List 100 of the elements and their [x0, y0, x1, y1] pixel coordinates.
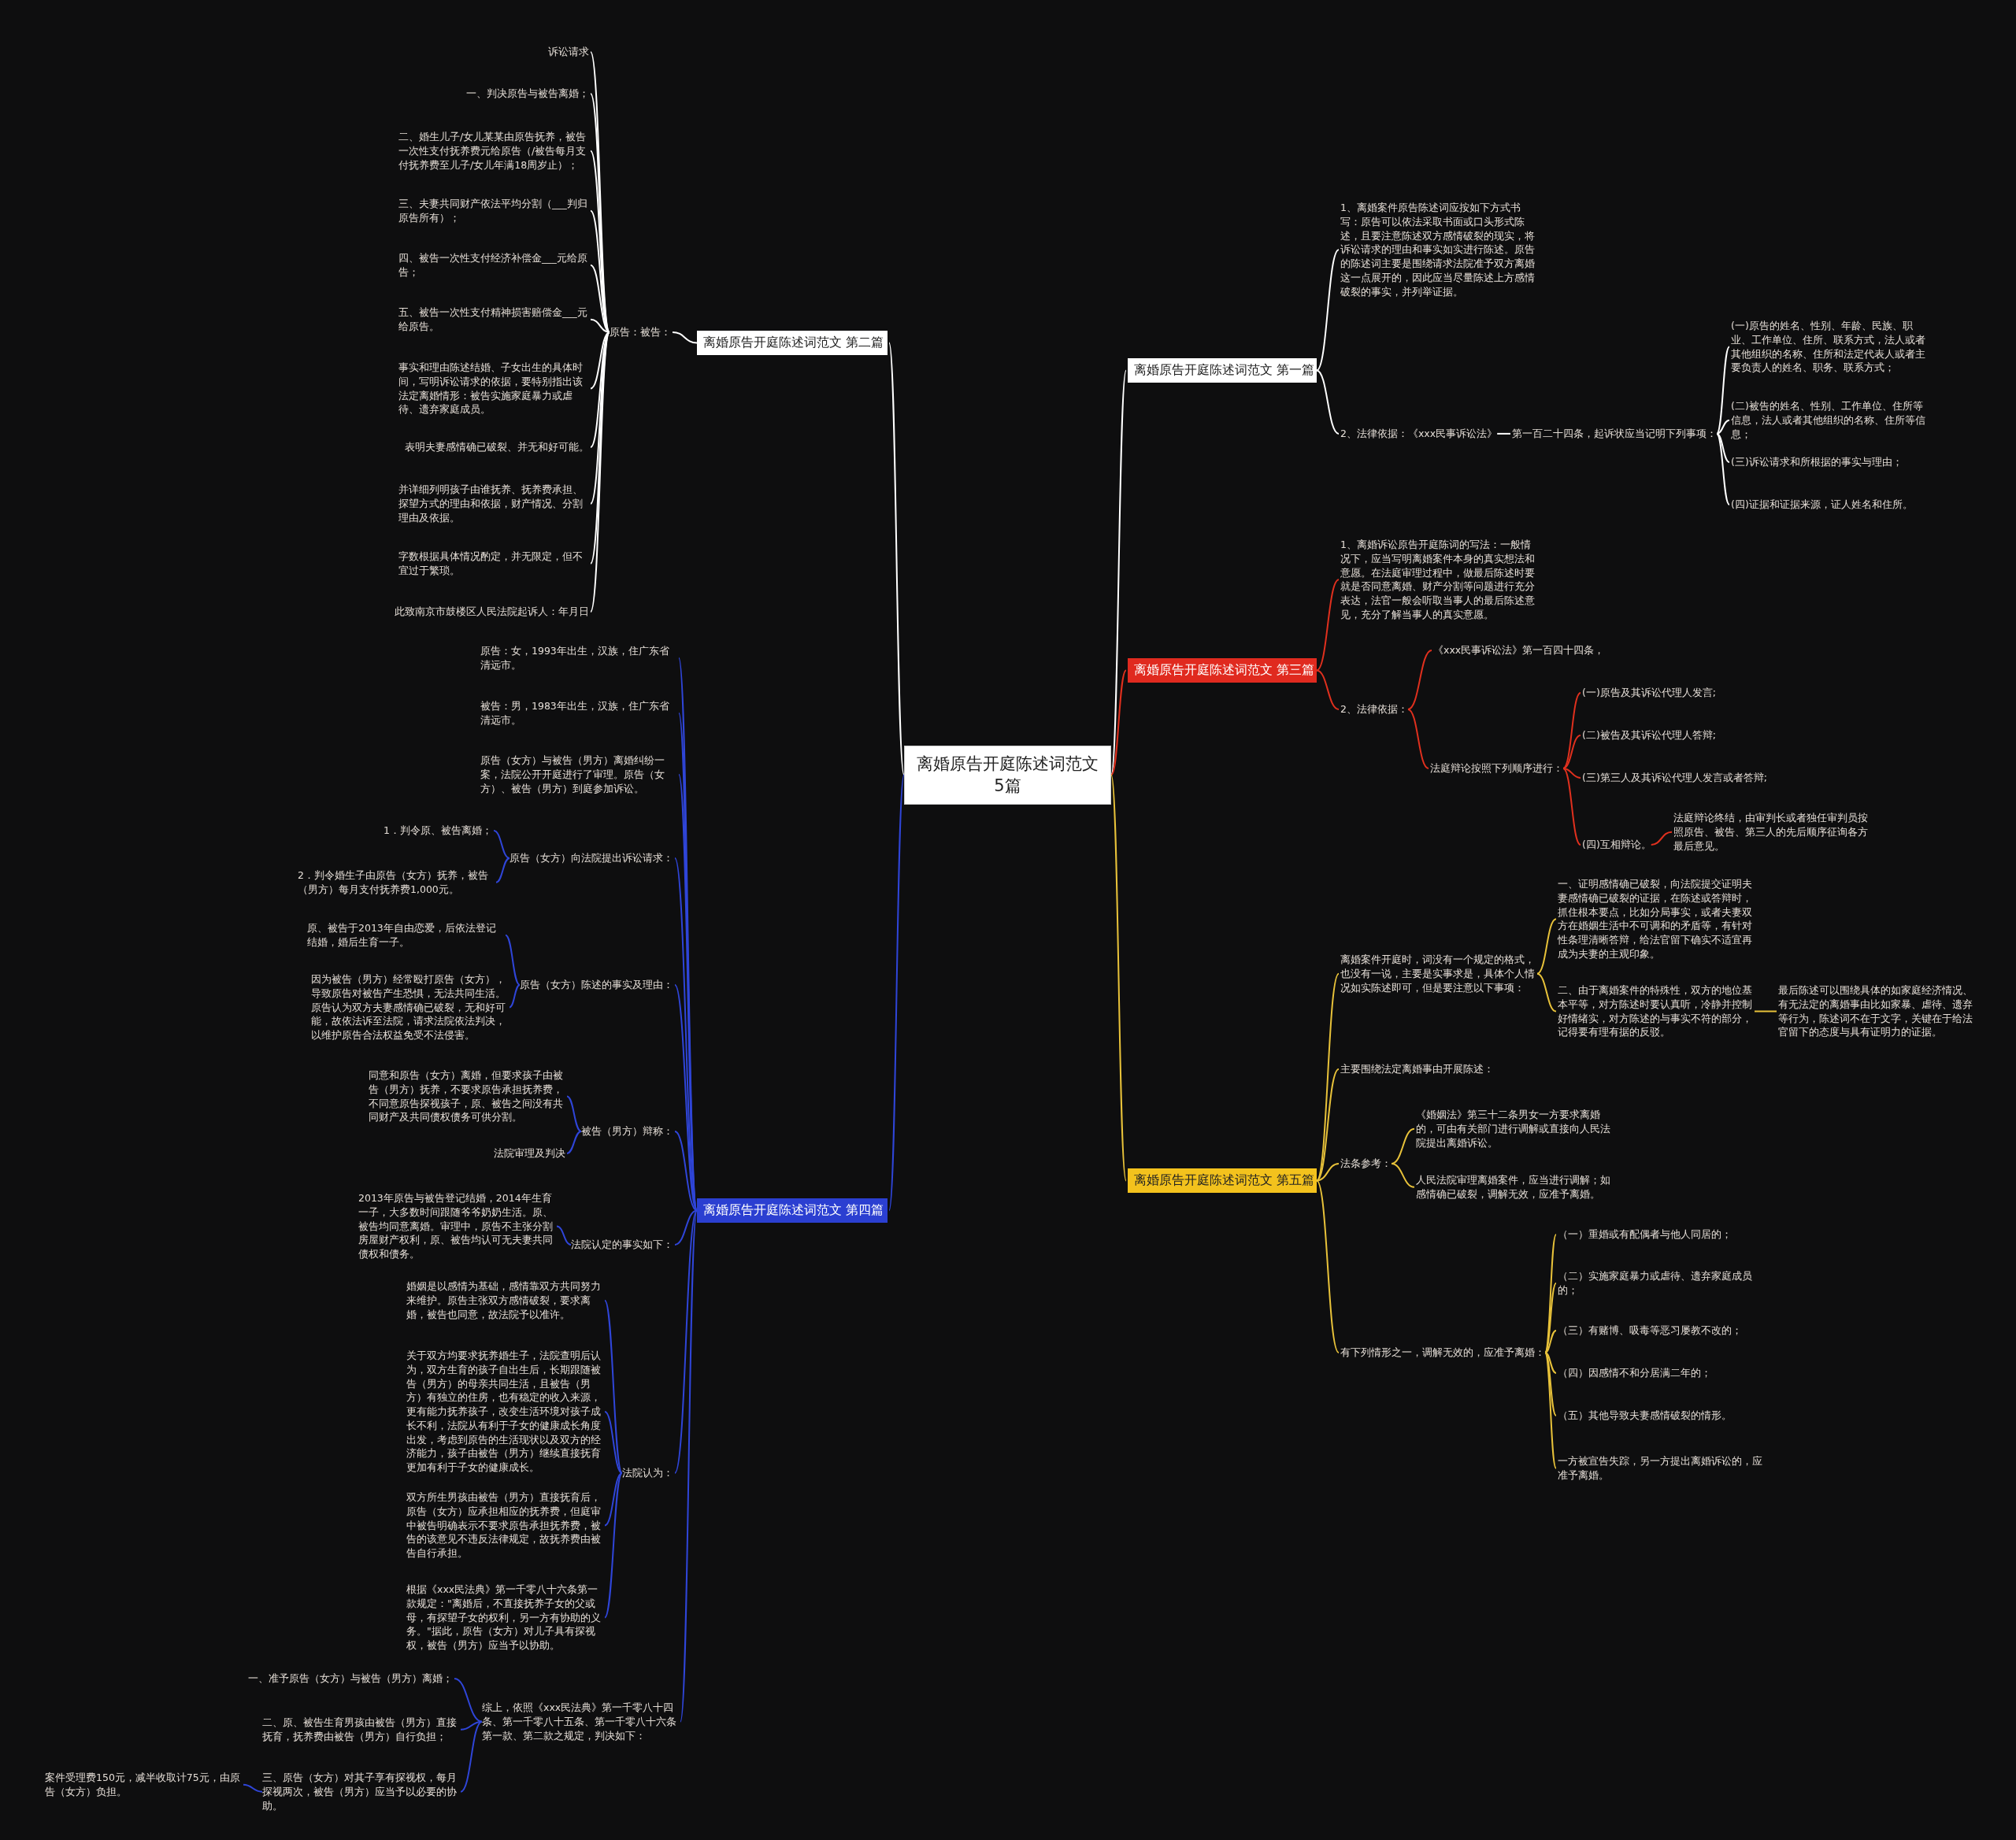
topic-text: 2．判令婚生子由原告（女方）抚养，被告（男方）每月支付抚养费1,000元。 — [298, 868, 495, 897]
topic-text: 婚姻是以感情为基础，感情靠双方共同努力来维护。原告主张双方感情破裂，要求离婚，被告也同意，故法院予以准许。 — [406, 1279, 603, 1322]
connector-line — [1110, 774, 1127, 1182]
connector-line — [1316, 249, 1340, 372]
topic-text: （二）实施家庭暴力或虐待、遗弃家庭成员的； — [1558, 1269, 1762, 1298]
connector-line — [590, 264, 610, 333]
connector-line — [1716, 432, 1730, 463]
connector-line — [1406, 708, 1429, 769]
connector-line — [888, 774, 905, 1212]
connector-line — [1650, 831, 1673, 846]
topic-box: 离婚原告开庭陈述词范文 第三篇 — [1128, 658, 1317, 683]
topic-text: 三、原告（女方）对其子享有探视权，每月探视两次，被告（男方）应当予以必要的协助。 — [262, 1771, 459, 1813]
topic-text: 一方被宣告失踪，另一方提出离婚诉讼的，应准予离婚。 — [1558, 1454, 1762, 1483]
topic-text: 并详细列明孩子由谁抚养、抚养费承担、探望方式的理由和依据，财产情况、分割理由及依据。 — [398, 483, 589, 525]
connector-line — [1316, 579, 1340, 672]
connector-line — [590, 331, 610, 613]
connector-line — [460, 1720, 483, 1793]
connector-line — [1391, 1127, 1415, 1164]
connector-line — [590, 318, 610, 333]
connector-line — [1316, 1162, 1340, 1182]
topic-text: 法院认定的事实如下： — [571, 1238, 673, 1252]
topic-box: 离婚原告开庭陈述词范文 第二篇 — [697, 331, 888, 355]
topic-text: 诉讼请求 — [548, 45, 589, 59]
connector-line — [680, 1209, 698, 1723]
topic-text: (三)诉讼请求和所根据的事实与理由； — [1731, 455, 1903, 469]
connector-line — [566, 1130, 582, 1154]
connector-line — [672, 331, 698, 344]
topic-text: 第一百二十四条，起诉状应当记明下列事项： — [1512, 427, 1717, 441]
connector-line — [590, 331, 610, 505]
topic-text: 此致南京市鼓楼区人民法院起诉人：年月日 — [395, 605, 589, 619]
topic-text: 三、夫妻共同财产依法平均分割（___判归原告所有）； — [398, 197, 589, 225]
topic-text: 1．判令原、被告离婚； — [384, 824, 492, 838]
topic-box: 离婚原告开庭陈述词范文 第五篇 — [1128, 1168, 1317, 1193]
topic-text: 事实和理由陈述结婚、子女出生的具体时间，写明诉讼请求的依据，要特别指出该法定离婚情形：被告实施家庭暴力或虐待、遗弃家庭成员。 — [398, 361, 589, 416]
topic-text: 同意和原告（女方）离婚，但要求孩子由被告（男方）抚养，不要求原告承担抚养费，不同意原告探视孩子，原、被告之间没有共同财产及共同债权债务可供分割。 — [369, 1068, 565, 1124]
topic-text: 法庭辩论按照下列顺序进行： — [1430, 761, 1563, 776]
topic-text: 被告（男方）辩称： — [581, 1124, 673, 1138]
topic-text: 二、婚生儿子/女儿某某由原告抚养，被告一次性支付抚养费元给原告（/被告每月支付抚养费至儿子/女儿年满18周岁止）； — [398, 130, 589, 172]
topic-text: 表明夫妻感情确已破裂、并无和好可能。 — [405, 440, 589, 454]
topic-text: (一)原告及其诉讼代理人发言; — [1582, 686, 1716, 700]
topic-text: 离婚案件开庭时，词没有一个规定的格式，也没有一说，主要是实事求是，具体个人情况如实陈述即可，但是要注意以下事项： — [1340, 953, 1537, 995]
topic-text: 综上，依照《xxx民法典》第一千零八十四条、第一千零八十五条、第一千零八十六条第一款、第二款之规定，判决如下： — [482, 1701, 679, 1743]
connector-line — [604, 1410, 623, 1474]
connector-line — [454, 1677, 483, 1723]
topic-text: 2013年原告与被告登记结婚，2014年生育一子，大多数时间跟随爷爷奶奶生活。原、被告均同意离婚。审理中，原告不主张分割房屋财产权利，原、被告均认可无夫妻共同债权和债务。 — [358, 1191, 555, 1261]
topic-text: 四、被告一次性支付经济补偿金___元给原告； — [398, 251, 589, 280]
topic-text: 原告（女方）陈述的事实及理由： — [520, 978, 673, 992]
connector-line — [1716, 419, 1730, 435]
connector-line — [674, 1209, 698, 1474]
topic-text: 一、证明感情确已破裂，向法院提交证明夫妻感情确已破裂的证据，在陈述或答辩时，抓住根本要点，比如分局事实，或者夫妻双方在婚姻生活中不可调和的矛盾等，有针对性条理清晰答辩，给法官留下确实不适宜再成为夫妻的主观印象。 — [1558, 877, 1755, 961]
connector-line — [566, 1095, 582, 1132]
topic-text: (一)原告的姓名、性别、年龄、民族、职业、工作单位、住所、联系方式，法人或者其他组织的名称、住所和法定代表人或者主要负责人的姓名、职务、联系方式； — [1731, 319, 1928, 375]
topic-text: 1、离婚诉讼原告开庭陈词的写法：一般情况下，应当写明离婚案件本身的真实想法和意愿。在法庭审理过程中，做最后陈述时要就是否同意离婚、财产分割等问题进行充分表达，法官一般会听取当事人的最后陈述意见，充分了解当事人的真实意愿。 — [1340, 538, 1537, 622]
connector-line — [674, 1130, 698, 1212]
topic-box: 离婚原告开庭陈述词范文 第一篇 — [1128, 358, 1317, 383]
connector-line — [1406, 649, 1432, 710]
topic-text: 最后陈述可以围绕具体的如家庭经济情况、有无法定的离婚事由比如家暴、虐待、遗弃等行为，陈述词不在于文字，关键在于给法官留下的态度与具有证明力的证据。 — [1778, 983, 1975, 1039]
topic-text: （五）其他导致夫妻感情破裂的情形。 — [1558, 1409, 1732, 1423]
connector-line — [1544, 1282, 1557, 1353]
topic-text: 二、原、被告生育男孩由被告（男方）直接抚育，抚养费由被告（男方）自行负担； — [262, 1716, 459, 1744]
topic-text: 关于双方均要求抚养婚生子，法院查明后认为，双方生育的孩子自出生后，长期跟随被告（男方）的母亲共同生活，且被告（男方）有独立的住房，也有稳定的收入来源，更有能力抚养孩子，改变生活环境对孩子成长不利，法院从有利于子女的健康成长角度出发，考虑到原告的生活现状以及双方的经济能力，孩子由被告（男方）继续直接抚育更加有利于子女的健康成长。 — [406, 1349, 603, 1475]
topic-text: 主要围绕法定离婚事由开展陈述： — [1340, 1062, 1494, 1076]
connector-line — [674, 1209, 698, 1246]
connector-line — [1536, 918, 1557, 975]
connector-line — [888, 342, 905, 776]
connector-line — [1496, 432, 1511, 435]
topic-text: 1、离婚案件原告陈述词应按如下方式书写：原告可以依法采取书面或口头形式陈述，且要注意陈述双方感情破裂的现实，将诉讼请求的理由和事实如实进行陈述。原告的陈述词主要是围绕请求法院准予双方离婚这一点展开的，因此应当尽量陈述上方感情破裂的事实，并列举证据。 — [1340, 201, 1537, 299]
connector-line — [1562, 767, 1581, 846]
topic-text: 原、被告于2013年自由恋爱，后依法登记结婚，婚后生育一子。 — [307, 921, 504, 950]
connector-line — [1544, 1329, 1557, 1353]
connector-line — [1754, 1010, 1777, 1013]
connector-line — [460, 1720, 483, 1731]
topic-text: (二)被告的姓名、性别、工作单位、住所等信息，法人或者其他组织的名称、住所等信息； — [1731, 399, 1928, 442]
topic-text: 因为被告（男方）经常殴打原告（女方），导致原告对被告产生恐惧，无法共同生活。原告认为双方夫妻感情确已破裂，无和好可能，故依法诉至法院，请求法院依法判决，以维护原告合法权益免受不法侵害。 — [311, 972, 508, 1042]
connector-line — [590, 331, 610, 390]
topic-text: 《xxx民事诉讼法》第一百四十四条， — [1433, 643, 1605, 657]
topic-text: 原告（女方）与被告（男方）离婚纠纷一案，法院公开开庭进行了审理。原告（女方）、被告（男方）到庭参加诉讼。 — [480, 753, 677, 796]
topic-text: 法庭辩论终结，由审判长或者独任审判员按照原告、被告、第三人的先后顺序征询各方最后意见。 — [1673, 811, 1870, 853]
connector-line — [1536, 972, 1557, 1013]
connector-line — [1716, 432, 1730, 505]
connector-line — [590, 150, 610, 333]
connector-line — [1562, 691, 1581, 769]
topic-text: 原告：被告： — [610, 325, 671, 339]
topic-text: (四)证据和证据来源，证人姓名和住所。 — [1731, 498, 1913, 512]
connector-line — [1316, 1068, 1340, 1182]
topic-text: 被告：男，1983年出生，汉族，住广东省清远市。 — [480, 699, 677, 727]
topic-text: 根据《xxx民法典》第一千零八十六条第一款规定："离婚后，不直接抚养子女的父或母，有探望子女的权利，另一方有协助的义务。"据此，原告（女方）对儿子具有探视权，被告（男方）应当予以协助。 — [406, 1583, 603, 1653]
topic-text: (四)互相辩论。 — [1582, 838, 1651, 852]
topic-text: 《婚姻法》第三十二条男女一方要求离婚的，可由有关部门进行调解或直接向人民法院提出离婚诉讼。 — [1416, 1108, 1613, 1150]
connector-line — [1544, 1351, 1557, 1374]
topic-box: 离婚原告开庭陈述词范文 第四篇 — [697, 1198, 888, 1223]
connector-line — [505, 934, 521, 986]
topic-text: 人民法院审理离婚案件，应当进行调解；如感情确已破裂，调解无效，应准予离婚。 — [1416, 1173, 1613, 1201]
connector-line — [1316, 669, 1340, 710]
topic-text: （一）重婚或有配偶者与他人同居的； — [1558, 1227, 1732, 1242]
connector-line — [1391, 1162, 1415, 1188]
connector-line — [1562, 767, 1581, 779]
connector-line — [1316, 369, 1340, 435]
connector-line — [604, 1472, 623, 1527]
connector-line — [1716, 346, 1730, 435]
